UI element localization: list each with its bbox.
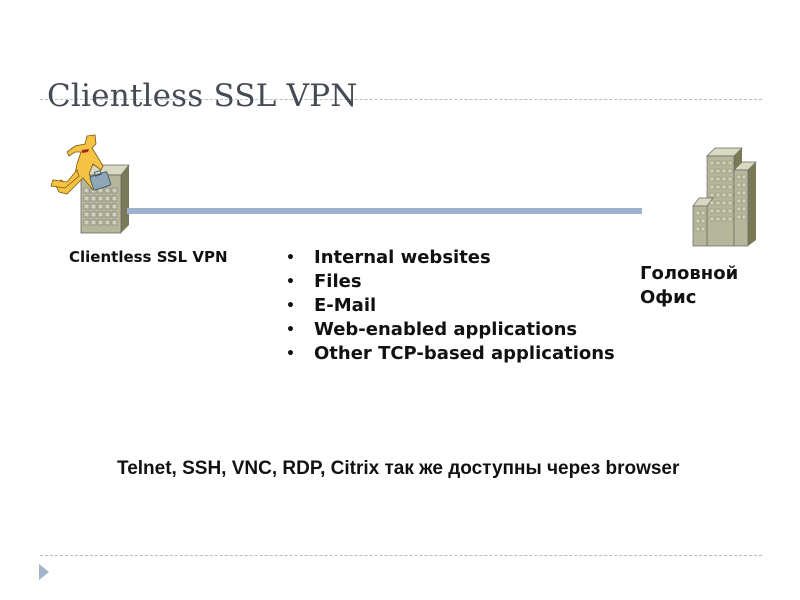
briefcase — [89, 169, 112, 191]
bullet-icon: • — [286, 250, 295, 266]
slide-title: Clientless SSL VPN — [47, 78, 358, 114]
bullet-icon: • — [286, 298, 295, 314]
protocols-note: Telnet, SSH, VNC, RDP, Citrix так же дос… — [117, 458, 680, 479]
play-arrow-icon[interactable] — [39, 564, 49, 580]
list-item: • Other TCP-based applications — [286, 342, 615, 366]
list-item: • Files — [286, 270, 615, 294]
feature-text: Other TCP-based applications — [314, 343, 615, 364]
headquarters-label: Головной Офис — [640, 262, 738, 310]
client-label: Clientless SSL VPN — [69, 248, 228, 266]
bullet-icon: • — [286, 322, 295, 338]
headquarters-label-line1: Головной — [640, 263, 739, 284]
list-item: • Web-enabled applications — [286, 318, 615, 342]
remote-user-building-icon — [50, 134, 130, 234]
office-building-icon — [692, 147, 757, 247]
headquarters-label-line2: Офис — [640, 287, 697, 308]
client-building — [80, 164, 130, 234]
footer-divider — [40, 555, 762, 556]
feature-text: Files — [314, 271, 362, 292]
list-item: • E-Mail — [286, 294, 615, 318]
feature-text: E-Mail — [314, 295, 377, 316]
feature-list: • Internal websites • Files • E-Mail • Web-e… — [286, 246, 615, 366]
list-item: • Internal websites — [286, 246, 615, 270]
feature-text: Internal websites — [314, 247, 491, 268]
vpn-connection-line — [127, 208, 642, 214]
feature-text: Web-enabled applications — [314, 319, 578, 340]
bullet-icon: • — [286, 346, 295, 362]
bullet-icon: • — [286, 274, 295, 290]
title-divider — [40, 99, 762, 100]
